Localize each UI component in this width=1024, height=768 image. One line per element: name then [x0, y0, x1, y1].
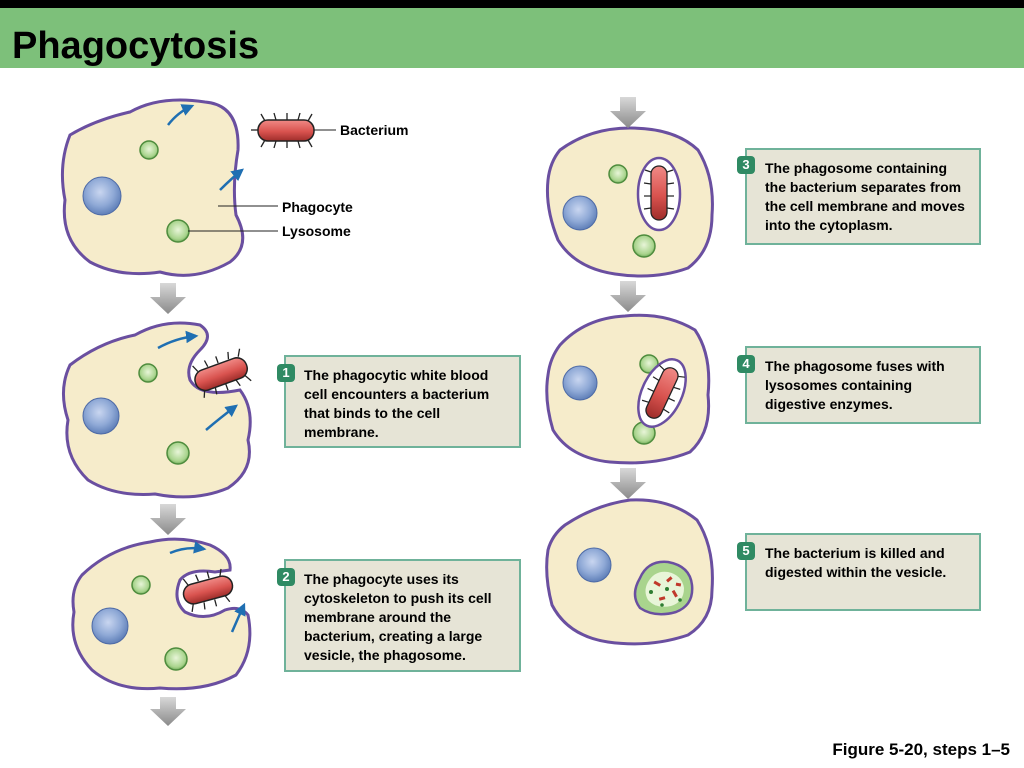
- nucleus: [91, 607, 129, 645]
- nucleus: [576, 547, 612, 583]
- bacterium: [182, 568, 234, 612]
- down-arrow-icon: [610, 97, 646, 128]
- movement-arrow: [169, 541, 207, 555]
- cell-intro: [60, 98, 336, 277]
- nucleus: [82, 397, 120, 435]
- down-arrow-icon: [610, 468, 646, 499]
- movement-arrow: [157, 330, 199, 350]
- step-text: The phagocytic white blood cell encounte…: [304, 367, 490, 440]
- phagocyte-cell: [71, 537, 252, 691]
- step-box-1: The phagocytic white blood cell encounte…: [284, 355, 521, 448]
- label-lysosome: Lysosome: [282, 223, 351, 239]
- cell-step-4: [545, 313, 711, 465]
- down-arrow-icon: [150, 283, 186, 314]
- label-bacterium: Bacterium: [340, 122, 409, 138]
- step-box-5: The bacterium is killed and digested wit…: [745, 533, 981, 611]
- phagosome: [637, 358, 687, 428]
- cell-step-2: [71, 537, 252, 691]
- step-badge-3: 3: [737, 156, 755, 174]
- lysosome: [131, 575, 151, 595]
- movement-arrow: [205, 404, 238, 431]
- step-badge-4: 4: [737, 355, 755, 373]
- phagocyte-cell: [545, 313, 711, 465]
- lysosome: [608, 164, 628, 184]
- lysosome: [138, 363, 158, 383]
- lysosome: [139, 140, 159, 160]
- lysosome: [166, 219, 190, 243]
- down-arrow-icon: [150, 504, 186, 535]
- label-phagocyte: Phagocyte: [282, 199, 353, 215]
- membrane-inner: [175, 570, 226, 618]
- phagocyte-cell: [62, 321, 252, 499]
- lysosome: [164, 647, 188, 671]
- nucleus: [82, 176, 122, 216]
- page-title: Phagocytosis: [12, 25, 260, 67]
- step-text: The phagocyte uses its cytoskeleton to p…: [304, 571, 492, 663]
- lysosome: [166, 441, 190, 465]
- phagosome: [636, 156, 682, 232]
- step-text: The phagosome fuses with lysosomes conta…: [765, 358, 945, 412]
- step-text: The phagosome containing the bacterium s…: [765, 160, 965, 233]
- step-box-3: The phagosome containing the bacterium s…: [745, 148, 981, 245]
- lysosome: [632, 234, 656, 258]
- step-box-4: The phagosome fuses with lysosomes conta…: [745, 346, 981, 424]
- step-text: The bacterium is killed and digested wit…: [765, 545, 947, 580]
- step-box-2: The phagocyte uses its cytoskeleton to p…: [284, 559, 521, 672]
- top-border: [0, 0, 1024, 8]
- cell-step-1: [62, 321, 252, 499]
- movement-arrow: [230, 602, 246, 633]
- bacterium: [192, 348, 252, 398]
- down-arrow-icon: [150, 697, 186, 726]
- bacterium-icon: [251, 112, 315, 149]
- step-badge-5: 5: [737, 542, 755, 560]
- nucleus: [562, 365, 598, 401]
- digestive-vesicle: [633, 560, 694, 616]
- down-arrow-icon: [610, 281, 646, 312]
- movement-arrow: [167, 104, 195, 126]
- nucleus: [562, 195, 598, 231]
- figure-caption: Figure 5-20, steps 1–5: [832, 740, 1010, 759]
- movement-arrow: [219, 168, 244, 191]
- step-badge-2: 2: [277, 568, 295, 586]
- cell-step-5: [545, 498, 714, 646]
- step-badge-1: 1: [277, 364, 295, 382]
- title-bar: Phagocytosis: [0, 8, 1024, 68]
- cell-step-3: [546, 126, 714, 278]
